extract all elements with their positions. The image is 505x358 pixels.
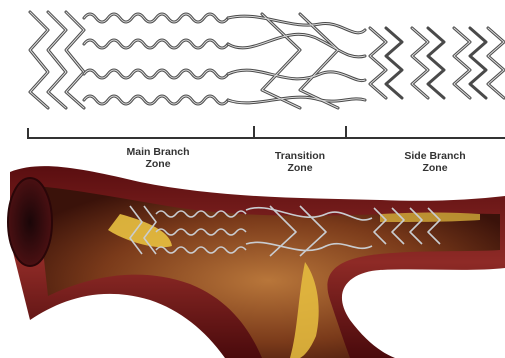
zone-label-transition-line2: Zone bbox=[256, 162, 344, 174]
zone-label-side-line1: Side Branch bbox=[385, 150, 485, 162]
plaque-side bbox=[380, 213, 480, 223]
zone-label-transition-line1: Transition bbox=[256, 150, 344, 162]
zone-label-main-line2: Zone bbox=[108, 158, 208, 170]
zone-bracket bbox=[28, 126, 505, 138]
main-branch-rings bbox=[30, 12, 84, 108]
side-branch-rings bbox=[370, 28, 504, 98]
main-branch-wavy-struts bbox=[84, 14, 228, 104]
zone-label-side-branch: Side Branch Zone bbox=[385, 150, 485, 174]
stent-schematic bbox=[30, 12, 504, 108]
vessel-illustration bbox=[8, 166, 505, 358]
transition-zone-struts bbox=[228, 14, 365, 108]
zone-label-transition: Transition Zone bbox=[256, 150, 344, 174]
zone-label-side-line2: Zone bbox=[385, 162, 485, 174]
vessel-opening bbox=[8, 178, 52, 266]
zone-label-main-branch: Main Branch Zone bbox=[108, 146, 208, 170]
zone-label-main-line1: Main Branch bbox=[108, 146, 208, 158]
